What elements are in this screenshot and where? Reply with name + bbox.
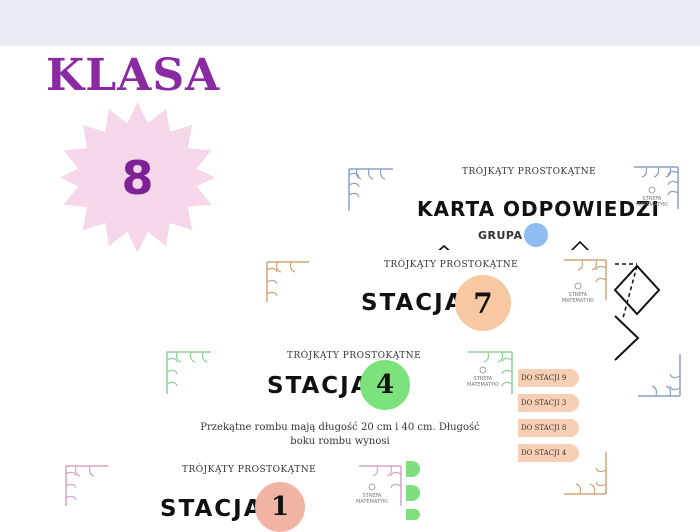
group-label: GRUPA bbox=[478, 229, 523, 242]
station-1-number: 1 bbox=[255, 482, 305, 532]
logo-icon bbox=[574, 282, 582, 290]
station-4-label: STACJA bbox=[267, 373, 371, 399]
logo-icon bbox=[648, 186, 656, 194]
diagram-shape bbox=[434, 240, 661, 361]
pill-do-stacji-3: DO STACJI 3 bbox=[517, 394, 579, 412]
leaf-corner-icon bbox=[266, 261, 309, 302]
logo: STREFA MATEMATYKI bbox=[562, 282, 594, 304]
logo-text: STREFA bbox=[362, 493, 382, 499]
logo-icon bbox=[479, 366, 487, 374]
logo-text: STREFA bbox=[473, 376, 493, 382]
klasa-title: KLASA bbox=[46, 50, 221, 101]
group-circle bbox=[524, 223, 548, 247]
leaf-corner-icon bbox=[65, 465, 108, 506]
station-1-subtitle: TRÓJKĄTY PROSTOKĄTNE bbox=[182, 465, 317, 475]
logo-text: MATEMATYKI bbox=[467, 382, 499, 388]
leaf-corner-icon bbox=[564, 452, 607, 495]
station-7-subtitle: TRÓJKĄTY PROSTOKĄTNE bbox=[384, 260, 519, 270]
answer-card-subtitle: TRÓJKĄTY PROSTOKĄTNE bbox=[462, 167, 597, 177]
station-1-card bbox=[60, 458, 405, 520]
logo-icon bbox=[368, 483, 376, 491]
pill-do-stacji-4: DO STACJI 4 bbox=[517, 444, 579, 462]
logo-text: MATEMATYKI bbox=[636, 202, 668, 208]
station-4-question: Przekątne rombu mają długość 20 cm i 40 … bbox=[200, 422, 480, 447]
logo-text: STREFA bbox=[642, 196, 662, 202]
logo: STREFA MATEMATYKI bbox=[356, 483, 388, 505]
green-tab bbox=[406, 485, 420, 501]
leaf-corner-icon bbox=[359, 465, 402, 506]
pill-do-stacji-8: DO STACJI 8 bbox=[517, 419, 579, 437]
leaf-corner-icon bbox=[468, 351, 513, 394]
logo-text: MATEMATYKI bbox=[356, 499, 388, 505]
station-7-label: STACJA bbox=[361, 290, 465, 316]
green-tab bbox=[406, 509, 420, 520]
green-tab bbox=[406, 461, 420, 477]
logo-text: MATEMATYKI bbox=[562, 298, 594, 304]
pill-do-stacji-9: DO STACJI 9 bbox=[517, 369, 579, 387]
answer-card-title: KARTA ODPOWIEDZI bbox=[417, 197, 660, 221]
grade-number: 8 bbox=[121, 150, 154, 205]
station-4-number: 4 bbox=[360, 360, 410, 410]
station-4-subtitle: TRÓJKĄTY PROSTOKĄTNE bbox=[287, 351, 422, 361]
logo-text: STREFA bbox=[568, 292, 588, 298]
leaf-corner-icon bbox=[166, 351, 211, 394]
station-4-card bbox=[163, 344, 518, 464]
station-1-label: STACJA bbox=[160, 496, 264, 522]
logo: STREFA MATEMATYKI bbox=[636, 186, 668, 208]
leaf-corner-icon bbox=[638, 354, 681, 397]
star-badge-icon bbox=[60, 102, 215, 253]
leaf-corner-icon bbox=[634, 166, 679, 209]
leaf-corner-icon bbox=[348, 168, 393, 211]
logo: STREFA MATEMATYKI bbox=[467, 366, 499, 388]
leaf-corner-icon bbox=[564, 259, 607, 300]
top-bar bbox=[0, 0, 700, 46]
station-7-number: 7 bbox=[455, 275, 511, 331]
